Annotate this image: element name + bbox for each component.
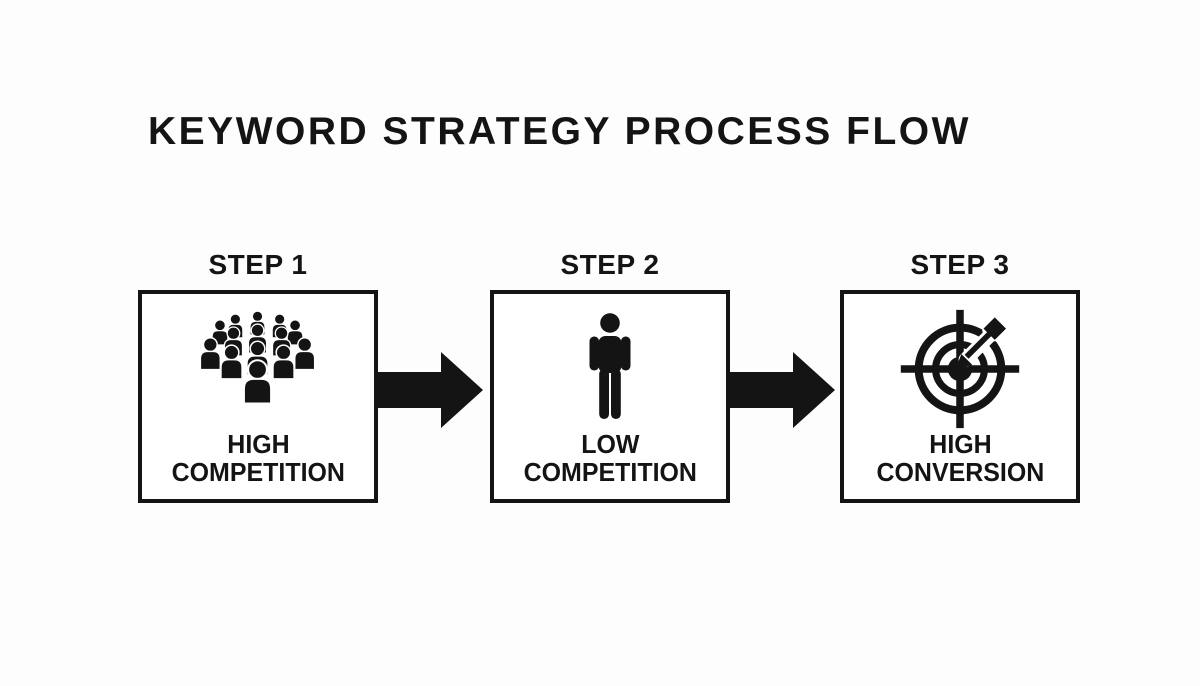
arrow-head [793, 352, 835, 428]
step-3-label: STEP 3 [910, 249, 1010, 280]
arrow-shaft [375, 372, 443, 408]
step-1-label: STEP 1 [208, 249, 308, 280]
step-2-caption-line-1: LOW [580, 429, 640, 459]
step-3-caption-line-1: HIGH [928, 429, 992, 459]
person-icon [494, 313, 726, 425]
flow-arrow-2-icon [727, 352, 835, 428]
step-2-box: LOW COMPETITION [490, 290, 730, 503]
step-1-caption-line-1: HIGH [226, 429, 290, 459]
step-1-caption-line-2: COMPETITION [171, 457, 345, 487]
step-2-label: STEP 2 [560, 249, 660, 280]
target-arrow-icon [844, 307, 1076, 431]
step-3-box: HIGH CONVERSION [840, 290, 1080, 503]
step-2-caption: LOW COMPETITION [494, 430, 726, 486]
crowd-icon [142, 311, 374, 417]
arrow-head [441, 352, 483, 428]
step-2-caption-line-2: COMPETITION [523, 457, 697, 487]
flow-arrow-1-icon [375, 352, 483, 428]
step-1-box: HIGH COMPETITION [138, 290, 378, 503]
step-1-caption: HIGH COMPETITION [142, 430, 374, 486]
arrow-shaft [727, 372, 795, 408]
diagram-title: KEYWORD STRATEGY PROCESS FLOW [148, 110, 971, 153]
step-3-caption: HIGH CONVERSION [844, 430, 1076, 486]
step-3-caption-line-2: CONVERSION [876, 457, 1044, 487]
